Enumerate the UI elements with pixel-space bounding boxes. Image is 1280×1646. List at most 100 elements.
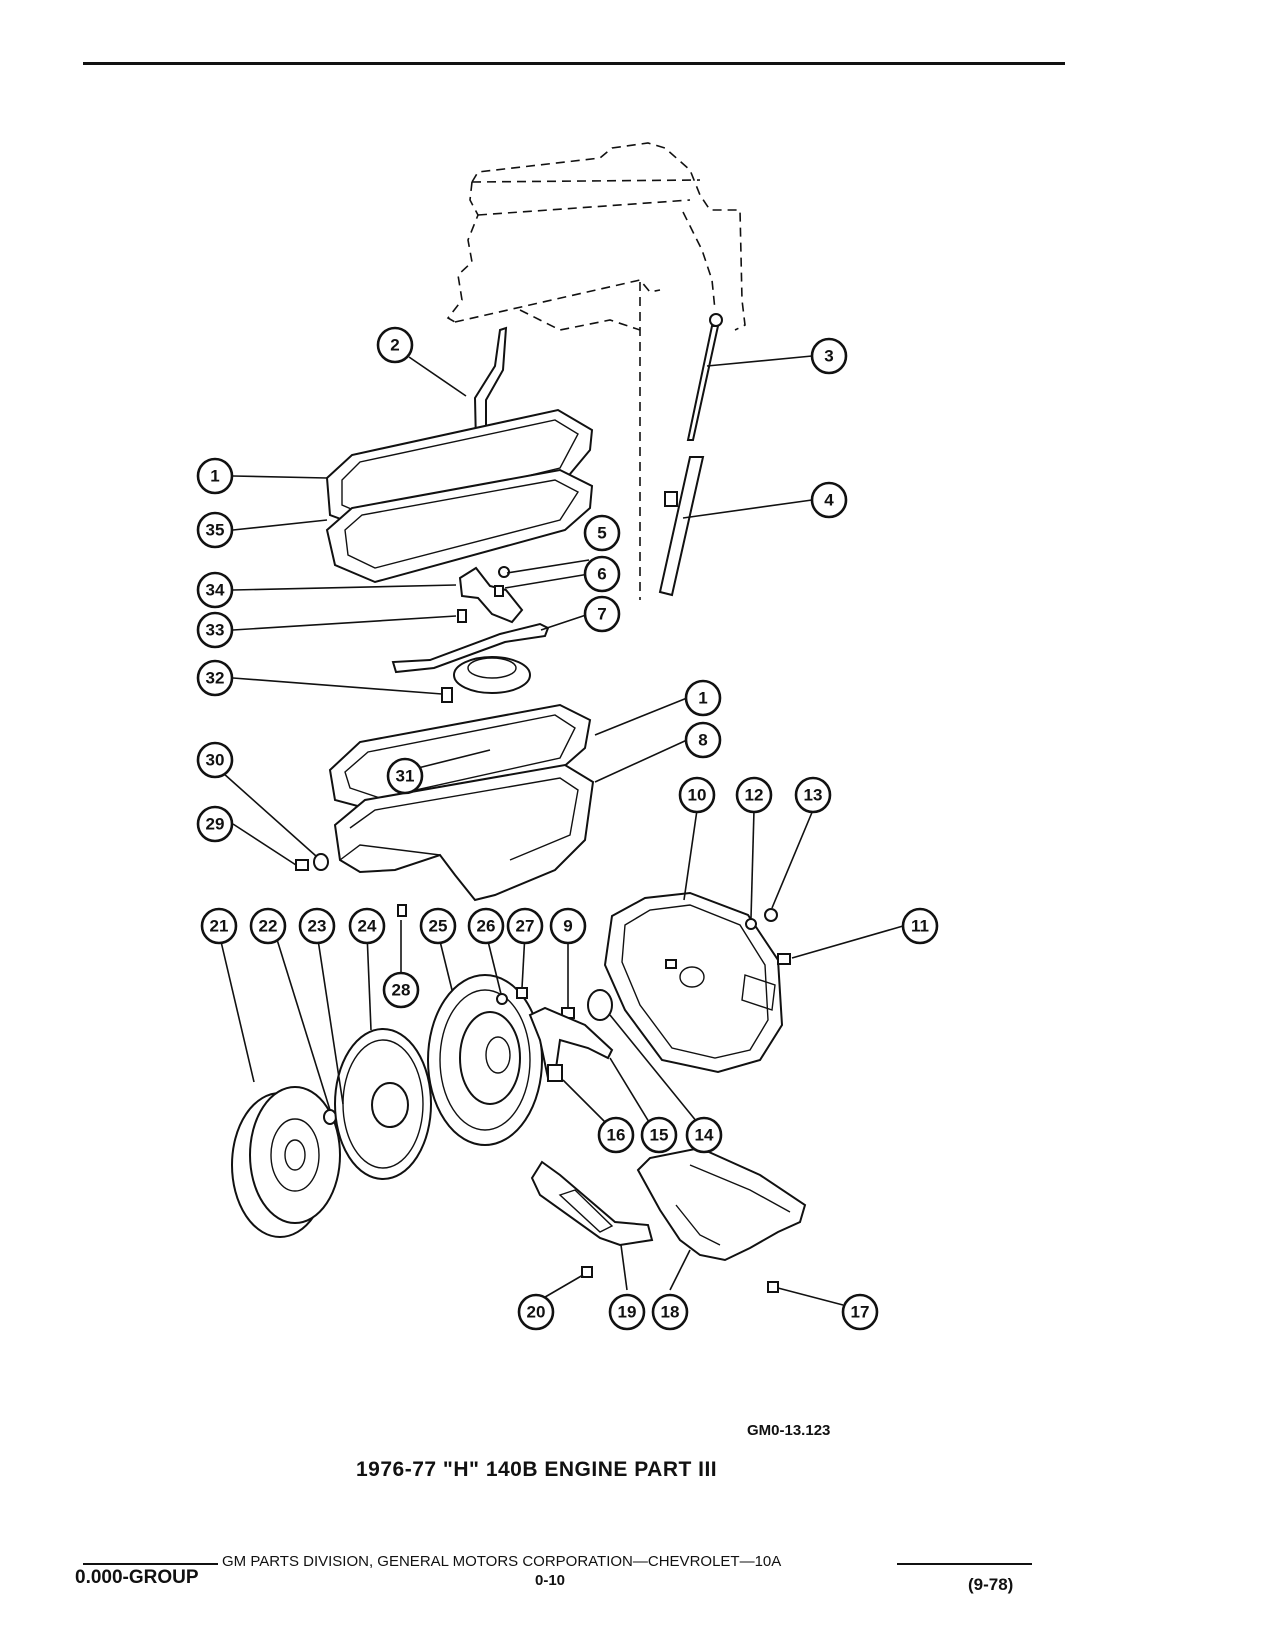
callout-21: 21 xyxy=(200,907,238,945)
svg-text:9: 9 xyxy=(563,917,572,936)
svg-text:13: 13 xyxy=(804,786,823,805)
callout-22: 22 xyxy=(249,907,287,945)
callout-32: 32 xyxy=(196,659,234,697)
clutch-housing xyxy=(603,891,784,1074)
callout-24: 24 xyxy=(348,907,386,945)
pump-bracket xyxy=(458,566,524,624)
svg-text:2: 2 xyxy=(390,336,399,355)
figure-title: 1976-77 "H" 140B ENGINE PART III xyxy=(356,1458,718,1481)
svg-text:24: 24 xyxy=(358,917,377,936)
svg-text:26: 26 xyxy=(477,917,496,936)
callout-markers: 2 3 1 4 35 5 6 34 7 33 32 1 8 31 30 10 1… xyxy=(196,326,939,1331)
callout-29: 29 xyxy=(196,805,234,843)
pivot-16 xyxy=(547,1064,563,1082)
callout-20: 20 xyxy=(517,1293,555,1331)
callout-8: 8 xyxy=(684,721,722,759)
oil-pan-gasket-35 xyxy=(325,468,594,584)
engine-block-outline xyxy=(446,142,746,600)
hardware-17-20 xyxy=(581,1266,779,1293)
svg-text:3: 3 xyxy=(824,347,833,366)
callout-4: 4 xyxy=(810,481,848,519)
svg-text:20: 20 xyxy=(527,1303,546,1322)
callout-3: 3 xyxy=(810,337,848,375)
svg-text:6: 6 xyxy=(597,565,606,584)
oil-pump-pickup xyxy=(391,622,550,694)
callout-13: 13 xyxy=(794,776,832,814)
svg-text:7: 7 xyxy=(597,605,606,624)
svg-text:27: 27 xyxy=(516,917,535,936)
callout-16: 16 xyxy=(597,1116,635,1154)
callout-14: 14 xyxy=(685,1116,723,1154)
svg-text:4: 4 xyxy=(824,491,834,510)
svg-text:23: 23 xyxy=(308,917,327,936)
oil-dipstick xyxy=(658,313,723,597)
callout-12: 12 xyxy=(735,776,773,814)
callout-19: 19 xyxy=(608,1293,646,1331)
svg-text:32: 32 xyxy=(206,669,225,688)
svg-text:15: 15 xyxy=(650,1126,669,1145)
callout-17: 17 xyxy=(841,1293,879,1331)
svg-text:29: 29 xyxy=(206,815,225,834)
hardware-26-27 xyxy=(496,987,528,1005)
callout-30: 30 xyxy=(196,741,234,779)
svg-text:33: 33 xyxy=(206,621,225,640)
callout-28: 28 xyxy=(382,971,420,1009)
drain-plug-and-washer xyxy=(295,853,329,871)
callout-1-upper: 1 xyxy=(196,457,234,495)
callout-6: 6 xyxy=(583,555,621,593)
callout-5: 5 xyxy=(583,514,621,552)
release-fork xyxy=(528,1006,614,1080)
crankshaft-pulley xyxy=(231,1086,341,1238)
footer-group: 0.000-GROUP xyxy=(75,1567,199,1588)
footer-revision-date: (9-78) xyxy=(968,1575,1014,1594)
callout-31: 31 xyxy=(386,757,424,795)
footer-page-number: 0-10 xyxy=(535,1572,566,1589)
footer-rule-right xyxy=(897,1563,1032,1565)
callout-1-lower: 1 xyxy=(684,679,722,717)
bolt-28 xyxy=(397,904,407,917)
callout-33: 33 xyxy=(196,611,234,649)
svg-text:21: 21 xyxy=(210,917,229,936)
lower-cover xyxy=(636,1146,807,1262)
svg-text:34: 34 xyxy=(206,581,225,600)
svg-text:14: 14 xyxy=(695,1126,714,1145)
svg-text:12: 12 xyxy=(745,786,764,805)
callout-25: 25 xyxy=(419,907,457,945)
svg-text:1: 1 xyxy=(210,467,219,486)
callout-10: 10 xyxy=(678,776,716,814)
callout-26: 26 xyxy=(467,907,505,945)
flex-plate xyxy=(334,1028,432,1180)
svg-text:1: 1 xyxy=(698,689,707,708)
svg-text:10: 10 xyxy=(688,786,707,805)
callout-11: 11 xyxy=(901,907,939,945)
svg-text:30: 30 xyxy=(206,751,225,770)
svg-text:22: 22 xyxy=(259,917,278,936)
svg-text:11: 11 xyxy=(911,917,929,936)
callout-27: 27 xyxy=(506,907,544,945)
callout-7: 7 xyxy=(583,595,621,633)
callout-35: 35 xyxy=(196,511,234,549)
oil-pan xyxy=(333,763,595,902)
svg-text:17: 17 xyxy=(851,1303,870,1322)
footer-rule-left xyxy=(83,1563,218,1565)
callout-18: 18 xyxy=(651,1293,689,1331)
svg-text:5: 5 xyxy=(597,524,606,543)
svg-text:28: 28 xyxy=(392,981,411,1000)
svg-text:31: 31 xyxy=(396,767,415,786)
leader-lines xyxy=(218,355,904,1306)
support-bracket-19 xyxy=(530,1160,654,1247)
converter-assembly xyxy=(427,974,543,1146)
release-bearing xyxy=(587,989,613,1021)
callout-2: 2 xyxy=(376,326,414,364)
figure-code: GM0-13.123 xyxy=(747,1422,831,1439)
callout-34: 34 xyxy=(196,571,234,609)
svg-text:35: 35 xyxy=(206,521,225,540)
callout-15: 15 xyxy=(640,1116,678,1154)
svg-text:25: 25 xyxy=(429,917,448,936)
footer-publisher: GM PARTS DIVISION, GENERAL MOTORS CORPOR… xyxy=(222,1553,782,1570)
callout-9: 9 xyxy=(549,907,587,945)
svg-text:19: 19 xyxy=(618,1303,637,1322)
callout-23: 23 xyxy=(298,907,336,945)
